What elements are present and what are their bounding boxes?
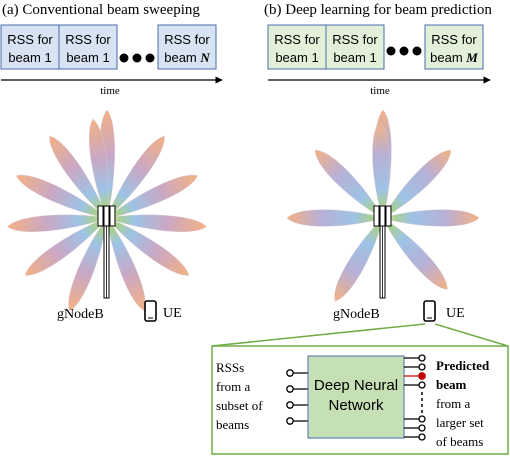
right-time-label: time	[370, 85, 390, 97]
right-rss-box-m-line2: beam M	[430, 50, 478, 65]
dnn-network-box: Deep Neural Network	[307, 355, 405, 439]
dnn-network-line1: Deep Neural	[314, 377, 398, 394]
left-gnodeb-label: gNodeB	[57, 307, 104, 322]
dnn-network-line2: Network	[328, 397, 384, 414]
right-beam-lobes	[286, 109, 480, 302]
left-beam-lobe	[68, 217, 108, 312]
left-beam-lobe	[16, 174, 108, 219]
right-ellipsis-dots	[386, 46, 422, 56]
right-beam-lobe	[314, 149, 384, 219]
left-title: (a) Conventional beam sweeping	[2, 2, 200, 18]
right-rss-box-2: RSS for beam 1	[325, 24, 385, 70]
left-ue-phone-icon	[144, 300, 157, 322]
left-beam-pattern	[7, 109, 207, 312]
left-ellipsis-dots	[119, 53, 155, 63]
left-tower	[103, 225, 110, 299]
dnn-input-line1: RSSs	[216, 360, 244, 375]
left-beam-lobe	[106, 135, 165, 219]
left-antenna-array	[97, 205, 116, 227]
right-rss-sequence: RSS for beam 1 RSS for beam 1 RSS for be…	[267, 24, 484, 70]
right-tower	[379, 225, 386, 299]
left-rss-box-n: RSS for beam N	[157, 24, 217, 70]
left-beam-lobes	[7, 109, 207, 312]
left-rss-sequence: RSS for beam 1 RSS for beam 1 RSS for be…	[0, 24, 217, 70]
right-beam-lobe	[382, 209, 480, 227]
dnn-output-bold-line1: Predicted	[436, 358, 490, 373]
callout-connector-right	[434, 323, 509, 347]
left-rss-box-1: RSS for beam 1	[0, 24, 60, 70]
left-beam-lobe	[106, 214, 207, 232]
right-rss-box-m: RSS for beam M	[424, 24, 484, 70]
dnn-output-nodes	[404, 354, 426, 441]
right-beam-lobe	[286, 209, 384, 227]
left-beam-lobe	[106, 174, 198, 219]
dnn-output-line1: from a	[436, 396, 471, 411]
right-rss-box-1-line2: beam 1	[275, 50, 318, 65]
left-beam-lobe	[89, 118, 109, 219]
left-rss-box-2-line1: RSS for	[65, 32, 111, 47]
dnn-output-line3: of beams	[436, 434, 483, 449]
right-rss-box-1-line1: RSS for	[274, 32, 320, 47]
left-ue-label: UE	[163, 306, 182, 321]
right-title: (b) Deep learning for beam prediction	[264, 2, 492, 18]
right-beam-lobe	[382, 217, 448, 290]
dnn-input-nodes	[286, 369, 308, 425]
dnn-callout: RSSs from a subset of beams Deep Neural …	[211, 323, 509, 455]
right-ue-phone-icon	[423, 300, 436, 322]
left-rss-box-n-line2: beam N	[164, 50, 210, 65]
left-rss-box-2-line2: beam 1	[66, 50, 109, 65]
left-rss-box-1-line1: RSS for	[7, 32, 53, 47]
left-beam-lobe	[49, 135, 108, 219]
right-rss-box-1: RSS for beam 1	[267, 24, 327, 70]
left-rss-box-n-line1: RSS for	[164, 32, 210, 47]
right-beam-lobe	[382, 149, 452, 219]
left-rss-box-1-line2: beam 1	[8, 50, 51, 65]
left-beam-lobe	[7, 214, 108, 232]
left-rss-box-2: RSS for beam 1	[58, 24, 118, 70]
right-ue-label: UE	[446, 306, 465, 321]
dnn-input-text: RSSs from a subset of beams	[216, 360, 263, 432]
right-beam-lobe	[334, 217, 384, 302]
right-antenna-array	[373, 205, 392, 227]
right-beam-pattern	[286, 109, 480, 302]
right-rss-box-2-line1: RSS for	[332, 32, 378, 47]
dnn-output-bold-line2: beam	[436, 377, 467, 392]
predicted-beam-node	[418, 372, 426, 380]
dnn-input-line3: subset of	[216, 398, 263, 413]
dnn-input-line2: from a	[216, 379, 251, 394]
left-beam-lobe	[24, 217, 108, 276]
dnn-output-line2: larger set	[436, 415, 484, 430]
dnn-output-text: Predicted beam from a larger set of beam…	[436, 358, 490, 449]
dnn-input-line4: beams	[216, 417, 249, 432]
left-beam-lobe	[106, 217, 190, 276]
right-gnodeb-label: gNodeB	[333, 307, 380, 322]
right-rss-box-m-line1: RSS for	[431, 32, 477, 47]
right-rss-box-2-line2: beam 1	[333, 50, 376, 65]
callout-connector-left	[211, 323, 426, 347]
left-time-label: time	[100, 85, 120, 97]
right-beam-lobe	[372, 121, 390, 219]
